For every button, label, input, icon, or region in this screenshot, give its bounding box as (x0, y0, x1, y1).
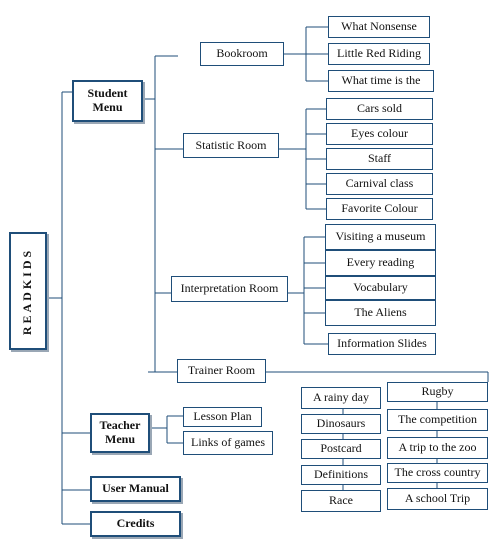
statistic-item[interactable]: Favorite Colour (326, 198, 433, 220)
root-readkids[interactable]: READKIDS (9, 232, 47, 350)
statistic-room-node[interactable]: Statistic Room (183, 133, 279, 158)
statistic-item[interactable]: Eyes colour (326, 123, 433, 145)
interpretation-item-label: Every reading (346, 255, 415, 270)
bookroom-item-label: What time is the (341, 73, 421, 88)
interpretation-item-label: Information Slides (337, 336, 427, 351)
credits-label: Credits (116, 516, 155, 531)
trainer-item-label: The cross country (394, 465, 481, 480)
bookroom-item-label: What Nonsense (341, 19, 417, 34)
trainer-item-label: Race (329, 493, 353, 508)
trainer-room-node[interactable]: Trainer Room (177, 359, 266, 383)
statistic-room-label: Statistic Room (195, 137, 267, 152)
statistic-item-label: Cars sold (357, 101, 402, 116)
user-manual-label: User Manual (102, 481, 169, 496)
trainer-room-label: Trainer Room (187, 363, 256, 378)
teacher-item-label: Lesson Plan (193, 409, 252, 424)
interpretation-item-label: Vocabulary (353, 280, 408, 295)
trainer-item[interactable]: Definitions (301, 465, 381, 485)
teacher-menu-node[interactable]: Teacher Menu (90, 413, 150, 453)
statistic-item-label: Eyes colour (351, 126, 408, 141)
trainer-item[interactable]: A trip to the zoo (387, 437, 488, 459)
user-manual-node[interactable]: User Manual (90, 476, 181, 502)
interpretation-room-label: Interpretation Room (180, 281, 279, 296)
trainer-item-label: A trip to the zoo (398, 440, 477, 455)
statistic-item[interactable]: Carnival class (326, 173, 433, 195)
statistic-item-label: Favorite Colour (341, 201, 418, 216)
interpretation-room-node[interactable]: Interpretation Room (171, 276, 288, 302)
trainer-item-label: Postcard (320, 441, 362, 456)
bookroom-item-label: Little Red Riding (337, 46, 421, 61)
trainer-item[interactable]: Dinosaurs (301, 414, 381, 434)
bookroom-item[interactable]: What Nonsense (328, 16, 430, 38)
trainer-item[interactable]: The competition (387, 409, 488, 431)
trainer-item[interactable]: A rainy day (301, 387, 381, 409)
interpretation-item-label: Visiting a museum (335, 229, 426, 244)
credits-node[interactable]: Credits (90, 511, 181, 537)
bookroom-item[interactable]: Little Red Riding (328, 43, 430, 65)
trainer-item-label: Definitions (314, 467, 368, 482)
root-label: READKIDS (20, 247, 35, 335)
interpretation-item-label: The Aliens (354, 305, 407, 320)
teacher-item-label: Links of games (191, 435, 265, 450)
trainer-item[interactable]: The cross country (387, 463, 488, 483)
trainer-item[interactable]: Race (301, 490, 381, 512)
teacher-menu-label: Teacher Menu (99, 418, 141, 446)
student-menu-label: Student Menu (87, 86, 128, 114)
interpretation-item[interactable]: Every reading (325, 250, 436, 276)
trainer-item[interactable]: Postcard (301, 439, 381, 459)
interpretation-item[interactable]: Vocabulary (325, 276, 436, 300)
statistic-item[interactable]: Cars sold (326, 98, 433, 120)
bookroom-label: Bookroom (216, 46, 268, 61)
teacher-item[interactable]: Lesson Plan (183, 407, 262, 427)
interpretation-item[interactable]: The Aliens (325, 300, 436, 326)
teacher-item[interactable]: Links of games (183, 431, 273, 455)
trainer-item-label: Rugby (421, 384, 454, 399)
statistic-item-label: Carnival class (345, 176, 414, 191)
bookroom-node[interactable]: Bookroom (200, 42, 284, 66)
bookroom-item[interactable]: What time is the (328, 70, 434, 92)
trainer-item-label: A school Trip (404, 491, 471, 506)
student-menu-node[interactable]: Student Menu (72, 80, 143, 122)
trainer-item-label: A rainy day (313, 390, 369, 405)
trainer-item-label: Dinosaurs (316, 416, 366, 431)
interpretation-item[interactable]: Visiting a museum (325, 224, 436, 250)
statistic-item[interactable]: Staff (326, 148, 433, 170)
trainer-item[interactable]: Rugby (387, 382, 488, 402)
statistic-item-label: Staff (367, 151, 392, 166)
interpretation-item[interactable]: Information Slides (328, 333, 436, 355)
trainer-item-label: The competition (398, 412, 477, 427)
trainer-item[interactable]: A school Trip (387, 488, 488, 510)
